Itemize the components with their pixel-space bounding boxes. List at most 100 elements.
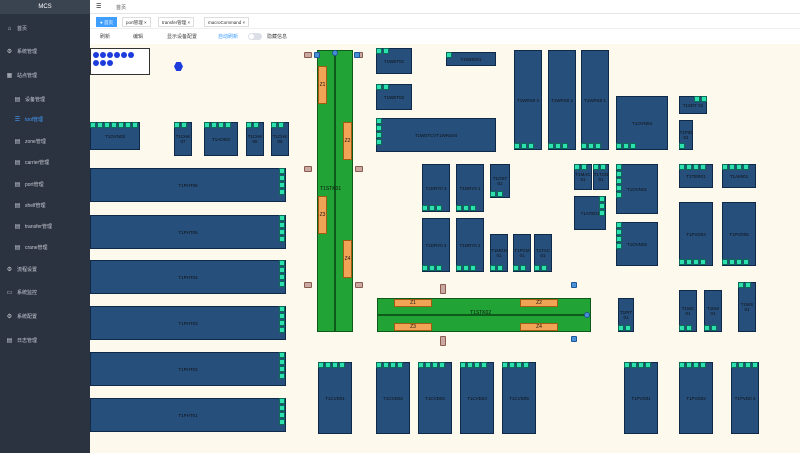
equipment-T1WRS03[interactable]: T1WRS0 3 xyxy=(514,50,542,150)
gear-icon: ⚙ xyxy=(6,49,13,55)
edit-button[interactable]: 编辑 xyxy=(133,34,144,40)
tab-macrocommand[interactable]: macroCommand × xyxy=(204,17,250,27)
brand-logo: MCS xyxy=(0,0,90,14)
sidebar-item-monitor[interactable]: ▭系统监控 xyxy=(6,290,38,296)
equipment-T1PHT03[interactable]: T1PHT03 xyxy=(90,306,286,340)
transfer-arrow-icon xyxy=(304,282,312,288)
equipment-T1DRY01[interactable]: T1DRY0 1 xyxy=(456,164,484,212)
gear-icon: ⚙ xyxy=(6,314,13,320)
doc-icon: ▤ xyxy=(14,97,21,103)
equipment-T1WDD01[interactable]: T1WDD01 xyxy=(446,52,496,66)
equipment-T1PHT06[interactable]: T1PHT06 xyxy=(90,168,286,202)
breadcrumb: 首页 xyxy=(116,5,127,11)
doc-icon: ▤ xyxy=(14,224,21,230)
tab-home[interactable]: ● 首页 xyxy=(96,17,117,27)
equipment-T1PVD04[interactable]: T1PVD04 xyxy=(679,202,713,266)
sidebar-item-transfer[interactable]: ▤transfer管理 xyxy=(14,224,52,230)
auto-refresh-switch[interactable] xyxy=(248,33,262,40)
transfer-arrow-icon xyxy=(571,336,577,342)
menu-toggle-icon[interactable]: ☰ xyxy=(96,4,102,10)
equipment-T1PHT01[interactable]: T1PHT01 xyxy=(90,398,286,432)
equipment-T1PIT01[interactable]: T1PIT 01 xyxy=(618,298,634,332)
show-config-toggle[interactable]: 显示设备配置 xyxy=(167,34,198,40)
equipment-T1DRY03[interactable]: T1DRY0 3 xyxy=(422,164,450,212)
top-bar: ☰ 首页 xyxy=(90,0,800,14)
equipment-T1PVD02[interactable]: T1PVD02 xyxy=(679,362,713,434)
equipment-T1PVD03[interactable]: T1PVD0 3 xyxy=(731,362,759,434)
tab-transfer[interactable]: transfer管理 × xyxy=(158,17,195,27)
sidebar-item-port[interactable]: ▤port管理 xyxy=(14,182,44,188)
equipment-T1CHK05[interactable]: T1CHK 05 xyxy=(271,122,289,156)
sidebar-item-log[interactable]: ▤日志管理 xyxy=(6,338,38,344)
sidebar-item-system[interactable]: ⚙系统管理 xyxy=(6,49,38,55)
equipment-T1MGN01[interactable]: T1MGN 01 xyxy=(490,234,508,272)
legend-box xyxy=(90,48,150,75)
sidebar-item-carrier[interactable]: ▤carrier管理 xyxy=(14,160,50,166)
equipment-T1PID01[interactable]: T1PID 01 xyxy=(679,120,693,150)
equipment-T1MAC01[interactable]: T1MAC 01 xyxy=(574,164,592,190)
equipment-T1KM01[interactable]: T1KM 01 xyxy=(704,290,722,332)
refresh-button[interactable]: 刷新 xyxy=(100,34,111,40)
equipment-T1PHT04[interactable]: T1PHT04 xyxy=(90,260,286,294)
crane-zone-Z4[interactable]: Z4 xyxy=(520,323,558,331)
equipment-T1PHT05[interactable]: T1PHT05 xyxy=(90,215,286,249)
sidebar-item-flow[interactable]: ⚙流程设置 xyxy=(6,267,38,273)
equipment-T1PVD01[interactable]: T1PVD01 xyxy=(624,362,658,434)
auto-refresh-label: 自动刷新 xyxy=(218,34,239,40)
floor-map: T1OVN03 T1CHK 07 T1AOI03 T1CHK 06 T1CHK … xyxy=(90,44,800,453)
sidebar-item-zone[interactable]: ▤zone管理 xyxy=(14,139,46,145)
equipment-T1WET01[interactable]: T1WET01 xyxy=(376,48,412,74)
sidebar-item-crane[interactable]: ▤crane管理 xyxy=(14,245,48,251)
sidebar-item-device[interactable]: ▤设备管理 xyxy=(14,97,46,103)
home-icon: ⌂ xyxy=(7,25,12,32)
equipment-T1DRY02[interactable]: T1DRY0 2 xyxy=(456,218,484,272)
doc-icon: ▤ xyxy=(14,160,21,166)
equipment-T1SDT01[interactable]: T1SDT 01 xyxy=(679,96,707,114)
crane-zone-Z1[interactable]: Z1 xyxy=(318,66,327,104)
sidebar-item-tool[interactable]: ☰tool管理 xyxy=(14,117,44,123)
equipment-T1CVD04[interactable]: T1CVD04 xyxy=(460,362,494,434)
sidebar-item-site[interactable]: ▦站点管理 xyxy=(6,73,38,79)
equipment-T1WRS01[interactable]: T1WRS0 1 xyxy=(581,50,609,150)
tabs-bar: ● 首页 port管理 × transfer管理 × macroCommand … xyxy=(90,15,800,29)
equipment-T1OST01[interactable]: T1OST 01 xyxy=(490,164,510,198)
transfer-arrow-icon xyxy=(440,284,446,294)
crane-zone-Z2[interactable]: Z2 xyxy=(520,299,558,307)
equipment-T1WET02[interactable]: T1WET02 xyxy=(376,84,412,110)
equipment-T1PCM01[interactable]: T1PCM 01 xyxy=(513,234,531,272)
equipment-T1PVD05[interactable]: T1PVD05 xyxy=(722,202,756,266)
equipment-T1TAC01[interactable]: T1TAC 01 xyxy=(534,234,552,272)
sidebar-item-shelf[interactable]: ▤shelf管理 xyxy=(14,203,46,209)
marker-icon xyxy=(174,62,183,71)
sidebar-item-home[interactable]: ⌂首页 xyxy=(7,25,28,33)
equipment-T1WETCVT1WRS04[interactable]: T1WETCVT1WRS04 xyxy=(376,118,496,152)
transfer-arrow-icon xyxy=(304,166,312,172)
equipment-T1CVD02[interactable]: T1CVD02 xyxy=(376,362,410,434)
equipment-T1OVN01[interactable]: T1OVN01 xyxy=(616,164,658,214)
monitor-icon: ▭ xyxy=(6,290,13,296)
crane-zone-Z1[interactable]: Z1 xyxy=(394,299,432,307)
equipment-T1WC01[interactable]: T1WC 01 xyxy=(679,290,697,332)
toolbar: 刷新 编辑 显示设备配置 自动刷新 隐藏信息 xyxy=(90,30,800,44)
hide-config-label[interactable]: 隐藏信息 xyxy=(267,34,288,40)
equipment-T1WS01[interactable]: T1WS 01 xyxy=(738,282,756,332)
equipment-T1OVN02[interactable]: T1OVN02 xyxy=(616,222,658,266)
gear-icon: ⚙ xyxy=(6,267,13,273)
doc-icon: ▤ xyxy=(14,203,21,209)
transfer-arrow-icon xyxy=(571,282,577,288)
doc-icon: ▤ xyxy=(14,182,21,188)
crane-zone-Z4[interactable]: Z4 xyxy=(343,240,352,278)
crane-zone-Z3[interactable]: Z3 xyxy=(394,323,432,331)
equipment-T1CVD01[interactable]: T1CVD01 xyxy=(318,362,352,434)
equipment-T1CVD05[interactable]: T1CVD05 xyxy=(502,362,536,434)
tab-port[interactable]: port管理 × xyxy=(122,17,151,27)
equipment-T1WRS02[interactable]: T1WRS0 2 xyxy=(548,50,576,150)
equipment-T1CVD03[interactable]: T1CVD03 xyxy=(418,362,452,434)
equipment-T1PHT02[interactable]: T1PHT02 xyxy=(90,352,286,386)
sidebar-item-config[interactable]: ⚙系统配置 xyxy=(6,314,38,320)
equipment-T1OVN04[interactable]: T1OVN04 xyxy=(616,96,668,150)
equipment-T1DRY04[interactable]: T1DRY0 4 xyxy=(422,218,450,272)
stocker-label: T1STK02 xyxy=(470,310,492,316)
crane-zone-Z2[interactable]: Z2 xyxy=(343,122,352,160)
crane-zone-Z3[interactable]: Z3 xyxy=(318,196,327,234)
